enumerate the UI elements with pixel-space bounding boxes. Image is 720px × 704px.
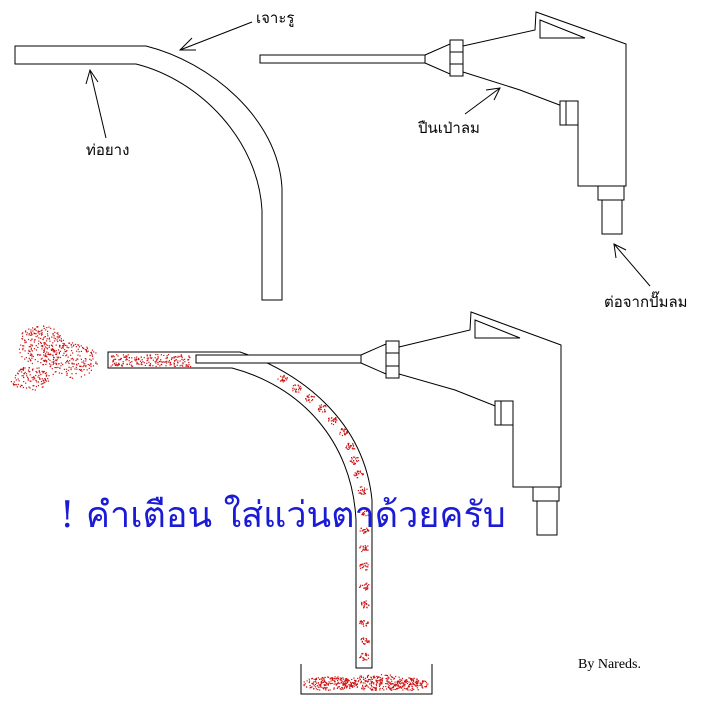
label-from-pump: ต่อจากปั๊มลม xyxy=(604,293,688,311)
rubber-hose-top xyxy=(14,45,283,301)
warning-text: ! คำเตือน ใส่แว่นตาด้วยครับ xyxy=(60,495,506,536)
air-gun-top xyxy=(259,11,627,235)
label-air-gun: ปืนเป่าลม xyxy=(418,119,480,137)
air-gun-bottom xyxy=(360,311,562,536)
label-rubber-hose: ท่อยาง xyxy=(86,141,130,159)
label-drill-hole: เจาะรู xyxy=(256,9,295,27)
author-credit: By Nareds. xyxy=(578,657,641,672)
dust-particles xyxy=(10,325,429,691)
label-arrows xyxy=(85,21,651,287)
collection-tray xyxy=(300,664,433,695)
